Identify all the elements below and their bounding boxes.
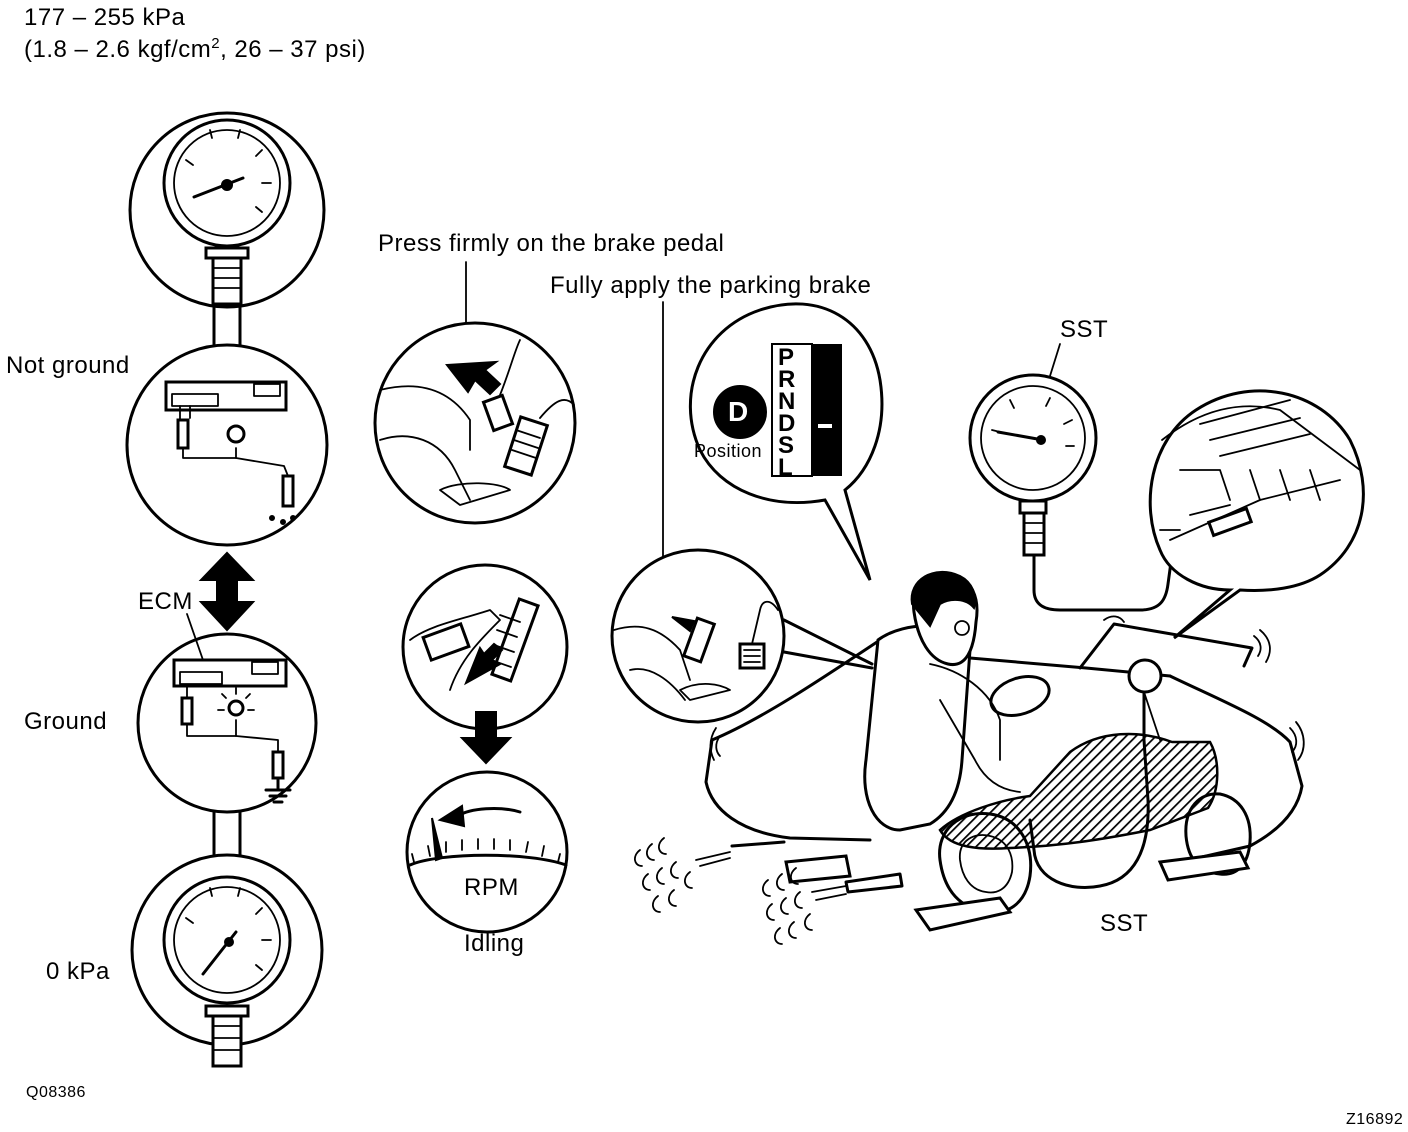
pressure-spec-alt-prefix: (1.8 – 2.6 kgf/cm [24, 36, 212, 63]
double-arrow-icon [198, 551, 256, 632]
sst-gauge [968, 343, 1176, 612]
shift-letter-d: D [778, 410, 796, 437]
right-column [610, 301, 1365, 945]
idling-label: Idling [464, 930, 525, 957]
gear-d-letter: D [728, 396, 749, 427]
accelerator-circle [401, 563, 569, 731]
left-column [125, 111, 329, 1068]
ecm-label: ECM [138, 588, 193, 615]
gauge-circle-top [128, 111, 326, 309]
engine-detail-circle [1148, 389, 1365, 640]
pressure-spec-alt-sup: 2 [211, 35, 221, 52]
pressure-spec-alt: (1.8 – 2.6 kgf/cm2, 26 – 37 psi) [24, 36, 366, 62]
middle-column [373, 261, 577, 934]
ecm-circle-ground [136, 613, 318, 814]
shift-letter-p: P [778, 344, 795, 371]
rpm-label: RPM [464, 874, 519, 901]
sst-label-top: SST [1060, 316, 1109, 343]
shift-letter-s: S [778, 432, 795, 459]
brake-pedal-circle [373, 321, 577, 525]
shift-letter-r: R [778, 366, 796, 393]
parking-brake-circle [610, 548, 874, 724]
gauge-circle-bottom [130, 853, 324, 1068]
position-label: Position [694, 441, 763, 461]
rpm-gauge-circle [405, 770, 569, 934]
brake-pedal-instruction: Press firmly on the brake pedal [378, 230, 725, 257]
shift-letters: P R N D S L [778, 344, 808, 481]
figure-code-right: Z16892 [1346, 1111, 1404, 1128]
shift-letter-l: L [778, 454, 794, 481]
pressure-spec-alt-suffix: , 26 – 37 psi) [220, 36, 366, 63]
pressure-spec-kpa: 177 – 255 kPa [24, 4, 186, 31]
down-arrow-icon [459, 711, 513, 765]
car-driver-illustration [634, 571, 1305, 945]
ground-label: Ground [24, 708, 108, 735]
figure-code-left: Q08386 [26, 1084, 86, 1101]
not-ground-label: Not ground [6, 352, 130, 379]
ecm-circle-not-ground [125, 343, 329, 547]
shift-position-bubble [688, 302, 884, 581]
parking-brake-instruction: Fully apply the parking brake [550, 272, 872, 299]
sst-label-bottom: SST [1100, 910, 1149, 937]
zero-kpa-label: 0 kPa [46, 958, 110, 985]
shift-letter-n: N [778, 388, 796, 415]
